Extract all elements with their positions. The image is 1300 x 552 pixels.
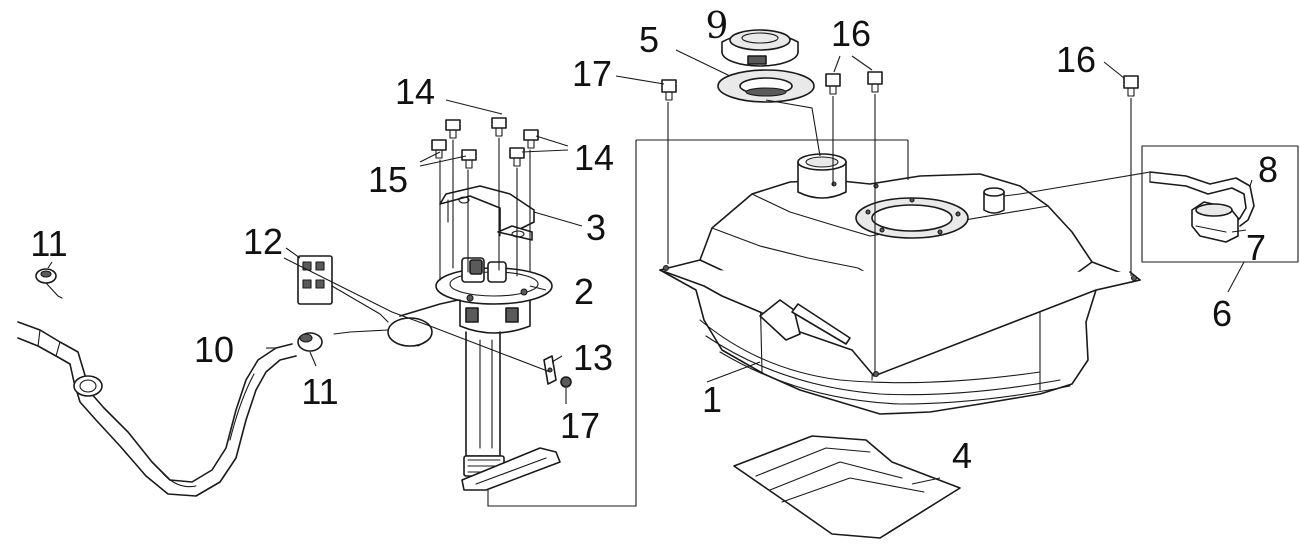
bolt-14-a [445, 119, 461, 139]
label-14-upper: 14 [395, 71, 435, 112]
label-6: 6 [1212, 293, 1232, 334]
bolt-17-upper [661, 79, 677, 101]
fuel-cap-9 [721, 29, 799, 67]
bolt-17-lower [560, 376, 572, 388]
rollover-valve-7 [1191, 201, 1239, 243]
fuel-hose-10 [17, 321, 297, 497]
bolt-14-b [491, 117, 507, 137]
hose-clamp-11-lower [297, 332, 323, 352]
vent-assembly-box-6 [1019, 145, 1299, 263]
hose-clamp-11-upper [35, 268, 63, 299]
vent-hose-8 [1149, 171, 1255, 227]
label-5: 5 [639, 19, 659, 60]
gasket-5 [717, 69, 815, 103]
assembly-lines [283, 94, 1132, 507]
connector-12 [297, 255, 389, 323]
bracket-13 [543, 355, 557, 385]
fuel-tank-1 [659, 153, 1141, 415]
label-9: 9 [706, 6, 729, 47]
label-3: 3 [586, 207, 606, 248]
label-17-lower: 17 [560, 405, 600, 446]
bolt-16-c [1123, 75, 1139, 97]
label-12: 12 [243, 221, 283, 262]
bolt-14-d [509, 147, 525, 167]
bolt-14-c [523, 129, 539, 149]
label-7: 7 [1246, 227, 1266, 268]
label-17-upper: 17 [572, 53, 612, 94]
leader-lines [47, 49, 1253, 485]
label-4: 4 [952, 435, 972, 476]
label-15: 15 [368, 159, 408, 200]
bolts-14-15 [431, 117, 539, 281]
label-8: 8 [1258, 149, 1278, 190]
label-16-right: 16 [1056, 39, 1096, 80]
label-11-upper: 11 [30, 223, 67, 264]
bolt-15-b [461, 149, 477, 169]
label-10: 10 [194, 329, 234, 370]
label-1: 1 [702, 379, 722, 420]
bolt-16-b [867, 71, 883, 93]
bolt-16-a [825, 73, 841, 95]
label-11-lower: 11 [301, 371, 338, 412]
label-16-center: 16 [831, 13, 871, 54]
label-14-right: 14 [574, 137, 614, 178]
pad-4 [733, 435, 961, 539]
fuel-pump-2 [333, 257, 561, 491]
bracket-3 [439, 185, 535, 241]
label-13: 13 [573, 337, 613, 378]
label-2: 2 [574, 271, 594, 312]
